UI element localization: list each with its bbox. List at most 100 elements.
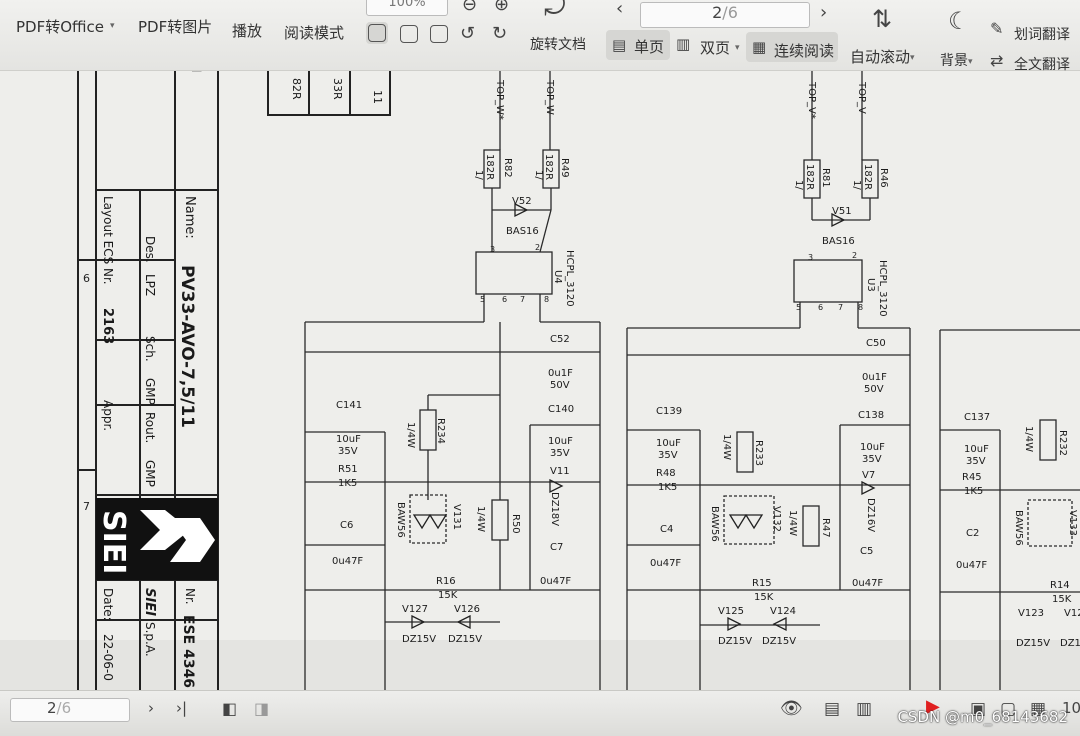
double-page-icon[interactable]: ▥ [676, 35, 691, 53]
status-page-input[interactable]: 2/6 [10, 698, 130, 722]
status-last-page-button[interactable]: ›| [176, 699, 188, 717]
rotate-doc-button[interactable]: 旋转文档 [530, 37, 586, 53]
part-value: 1/ [793, 180, 804, 190]
grid-view-icon[interactable]: ▦ [1030, 699, 1047, 719]
pin-number: 2 [535, 243, 540, 252]
status-page-current: 2 [47, 699, 57, 717]
auto-scroll-button[interactable]: 自动滚动 [850, 48, 911, 66]
net-label: TOP_V* [806, 81, 817, 119]
word-translate-icon[interactable]: ✎ [990, 19, 1004, 38]
column-number: 6 [83, 272, 90, 285]
single-page-button[interactable] [606, 30, 670, 60]
page-current: 2 [712, 3, 723, 22]
page-view-icon[interactable]: ▢ [1000, 699, 1017, 719]
continuous-read-button[interactable] [746, 32, 838, 62]
pin-number: 6 [502, 295, 507, 304]
pin-number: 8 [858, 303, 863, 312]
chevron-down-icon[interactable]: ▾ [110, 21, 115, 31]
pdf-to-image-button[interactable]: PDF转图片 [138, 18, 213, 36]
part-ref: V126 [454, 604, 480, 615]
part-value: 50V [550, 380, 570, 391]
fit-width-icon[interactable] [400, 25, 418, 43]
part-value: DZ15V [762, 636, 796, 647]
part-ref: R50 [510, 514, 521, 534]
zoom-out-icon[interactable]: ⊖ [462, 0, 478, 15]
part-value: 1K5 [964, 486, 983, 497]
fit-view-icon[interactable]: ▣ [970, 699, 987, 719]
part-ref: V132 [771, 506, 782, 532]
read-mode-button[interactable]: 阅读模式 [284, 24, 345, 42]
word-translate-button[interactable]: 划词翻译 [1014, 27, 1070, 43]
back-icon[interactable]: ◧ [222, 699, 238, 718]
part-ref: R82 [502, 158, 513, 178]
part-ref: V125 [718, 606, 744, 617]
actual-size-icon[interactable] [430, 25, 448, 43]
next-page-icon[interactable]: › [820, 2, 828, 23]
rotate-left-icon[interactable]: ↺ [460, 23, 476, 44]
prev-page-icon[interactable]: ‹ [616, 0, 624, 19]
tb-label: Layout ECS Nr. [101, 196, 115, 285]
part-value: HCPL_3120 [877, 260, 888, 317]
part-value: 35V [862, 454, 882, 465]
part-value: 0u47F [852, 578, 883, 589]
play-button[interactable]: 播放 [232, 22, 263, 40]
tb-value: SIEI [142, 588, 157, 616]
double-page-button[interactable]: 双页 [700, 39, 731, 57]
background-button[interactable]: 背景 [940, 53, 968, 69]
tb-table-cell: 11 [371, 90, 384, 104]
chevron-down-icon[interactable]: ▾ [910, 53, 915, 63]
double-page-view-icon[interactable]: ▥ [856, 699, 873, 719]
part-ref: V123 [1018, 608, 1044, 619]
part-ref: R46 [878, 168, 889, 188]
rotate-doc-icon[interactable]: ⤾ [544, 0, 566, 22]
pin-number: 3 [490, 245, 495, 254]
chevron-down-icon[interactable]: ▾ [968, 57, 973, 67]
top-toolbar: PDF转Office ▾ PDF转图片 播放 阅读模式 100% ⊖ ⊕ ↺ ↻… [0, 0, 1080, 73]
rotate-right-icon[interactable]: ↻ [492, 23, 508, 44]
column-number: 7 [83, 500, 90, 513]
status-zoom-value: 10 [1062, 699, 1080, 717]
part-value: 1/ [473, 170, 484, 180]
part-value: DZ16V [865, 498, 876, 532]
part-ref: R49 [559, 158, 570, 178]
part-ref: C137 [964, 412, 990, 423]
part-value: 1/ [533, 170, 544, 180]
full-translate-icon[interactable]: ⇄ [990, 51, 1004, 70]
part-value: 50V [864, 384, 884, 395]
auto-scroll-icon[interactable]: ⇅ [872, 5, 893, 33]
part-ref: C52 [550, 334, 570, 345]
part-value: 10uF [548, 436, 573, 447]
tb-value: 22-06-0 [101, 634, 115, 681]
part-value: BAW56 [709, 506, 720, 542]
page-input[interactable]: 2/6 [640, 2, 810, 28]
fit-page-button[interactable] [366, 22, 388, 44]
part-ref: V11 [550, 466, 570, 477]
pdf-to-office-button[interactable]: PDF转Office [16, 18, 105, 36]
part-ref: V133 [1067, 510, 1078, 536]
pin-number: 7 [520, 295, 525, 304]
pin-number: 7 [838, 303, 843, 312]
tb-label: Name: [182, 196, 197, 239]
eye-icon[interactable]: 👁 [780, 698, 803, 719]
part-ref: V131 [451, 504, 462, 530]
tb-table-cell: 33R [331, 78, 344, 100]
zoom-in-icon[interactable]: ⊕ [494, 0, 510, 15]
part-ref: C141 [336, 400, 362, 411]
part-ref: R16 [436, 576, 456, 587]
drawing-name: PV33-AVO-7,5/11 [177, 265, 197, 428]
forward-icon[interactable]: ◨ [254, 699, 270, 718]
video-play-icon[interactable]: ▶ [926, 696, 940, 717]
part-ref: R47 [820, 518, 831, 538]
fit-page-icon [368, 24, 386, 42]
drawing-number: ESE 4346 [180, 615, 196, 688]
pin-number: 3 [808, 253, 813, 262]
chevron-down-icon[interactable]: ▾ [735, 43, 740, 53]
zoom-input[interactable]: 100% [366, 0, 448, 16]
document-view[interactable]: SIEI 5 6 7 pvd Name: PV33-AVO-7,5/11 Des… [0, 40, 1080, 690]
moon-icon[interactable]: ☾ [948, 7, 970, 35]
status-next-page-button[interactable]: › [148, 699, 154, 717]
full-translate-button[interactable]: 全文翻译 [1014, 57, 1070, 73]
part-value: DZ15V [1060, 638, 1080, 649]
part-ref: C5 [860, 546, 873, 557]
single-page-view-icon[interactable]: ▤ [824, 699, 841, 719]
